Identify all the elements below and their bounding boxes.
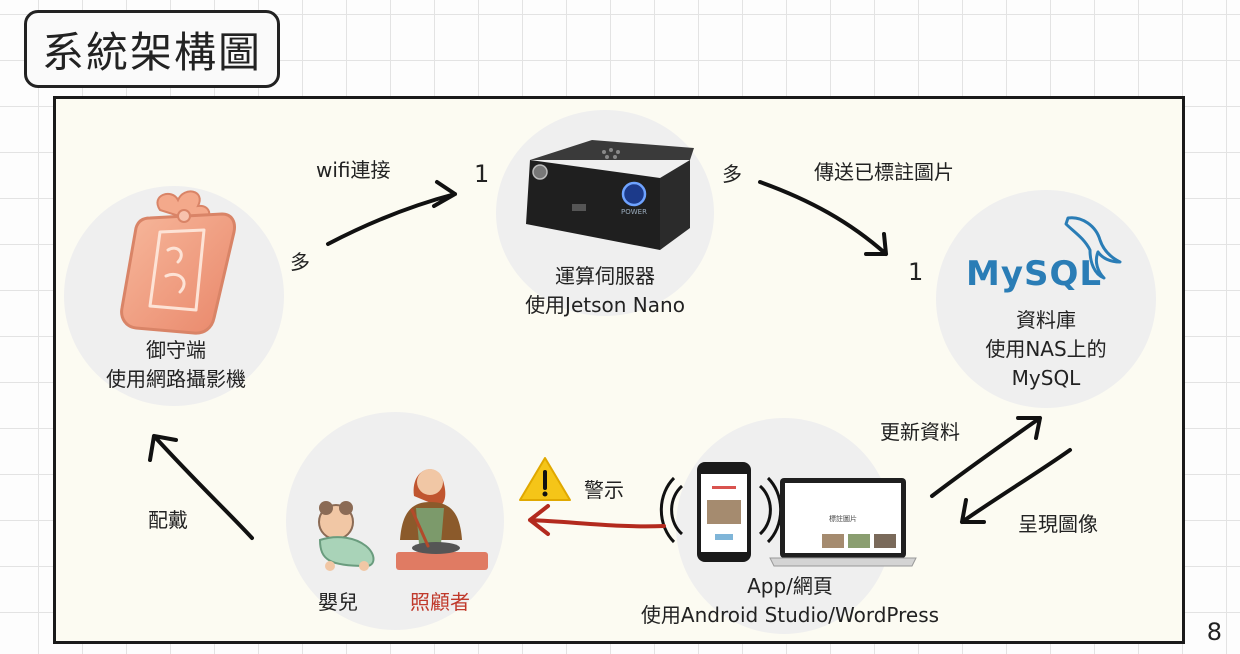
power-label: POWER [621, 208, 647, 216]
app-label-line2: 使用Android Studio/WordPress [640, 603, 940, 627]
wifi-to-mult: 1 [474, 160, 490, 188]
warning-icon [519, 457, 571, 501]
present-arrow [960, 448, 1072, 524]
wifi-from-mult: 多 [290, 250, 310, 274]
amulet-label: 御守端 使用網路攝影機 [94, 336, 258, 394]
app-label: App/網頁 使用Android Studio/WordPress [600, 572, 980, 630]
baby-icon [318, 501, 375, 571]
mysql-logo: MySQL [966, 254, 1103, 294]
wear-edge-label: 配戴 [148, 508, 188, 532]
send-from-mult: 多 [722, 162, 742, 186]
page-number: 8 [1206, 618, 1222, 646]
send-edge-label: 傳送已標註圖片 [814, 160, 954, 184]
wifi-edge-label: wifi連接 [316, 158, 391, 182]
send-arrow [758, 180, 888, 256]
send-to-mult: 1 [908, 258, 924, 286]
mysql-dolphin-icon [1064, 216, 1122, 280]
server-label-line2: 使用Jetson Nano [525, 293, 685, 317]
alert-arrow [528, 504, 666, 536]
database-label: 資料庫 使用NAS上的 MySQL [946, 306, 1146, 393]
present-edge-label: 呈現圖像 [1018, 512, 1098, 536]
caregiver-icon [396, 469, 488, 570]
caregiver-label: 照顧者 [410, 590, 470, 614]
amulet-icon [120, 190, 236, 335]
update-arrow [930, 416, 1042, 498]
laptop-icon: 標註圖片 [769, 478, 917, 567]
baby-label: 嬰兒 [318, 590, 358, 614]
amulet-label-line1: 御守端 [146, 338, 206, 362]
update-edge-label: 更新資料 [880, 420, 960, 444]
database-label-line2: 使用NAS上的 [985, 337, 1107, 361]
server-label: 運算伺服器 使用Jetson Nano [506, 262, 704, 320]
alert-edge-label: 警示 [584, 478, 624, 502]
server-label-line1: 運算伺服器 [555, 264, 655, 288]
phone-icon [659, 462, 783, 562]
database-label-line1: 資料庫 [1016, 308, 1076, 332]
wear-arrow [148, 434, 254, 540]
database-label-line3: MySQL [1011, 366, 1081, 390]
amulet-label-line2: 使用網路攝影機 [106, 367, 246, 391]
app-label-line1: App/網頁 [747, 574, 833, 598]
database-circle [936, 190, 1156, 408]
jetson-server-icon: POWER [526, 140, 694, 250]
laptop-heading: 標註圖片 [829, 514, 857, 523]
page-title: 系統架構圖 [24, 10, 280, 88]
wifi-arrow [326, 180, 457, 246]
